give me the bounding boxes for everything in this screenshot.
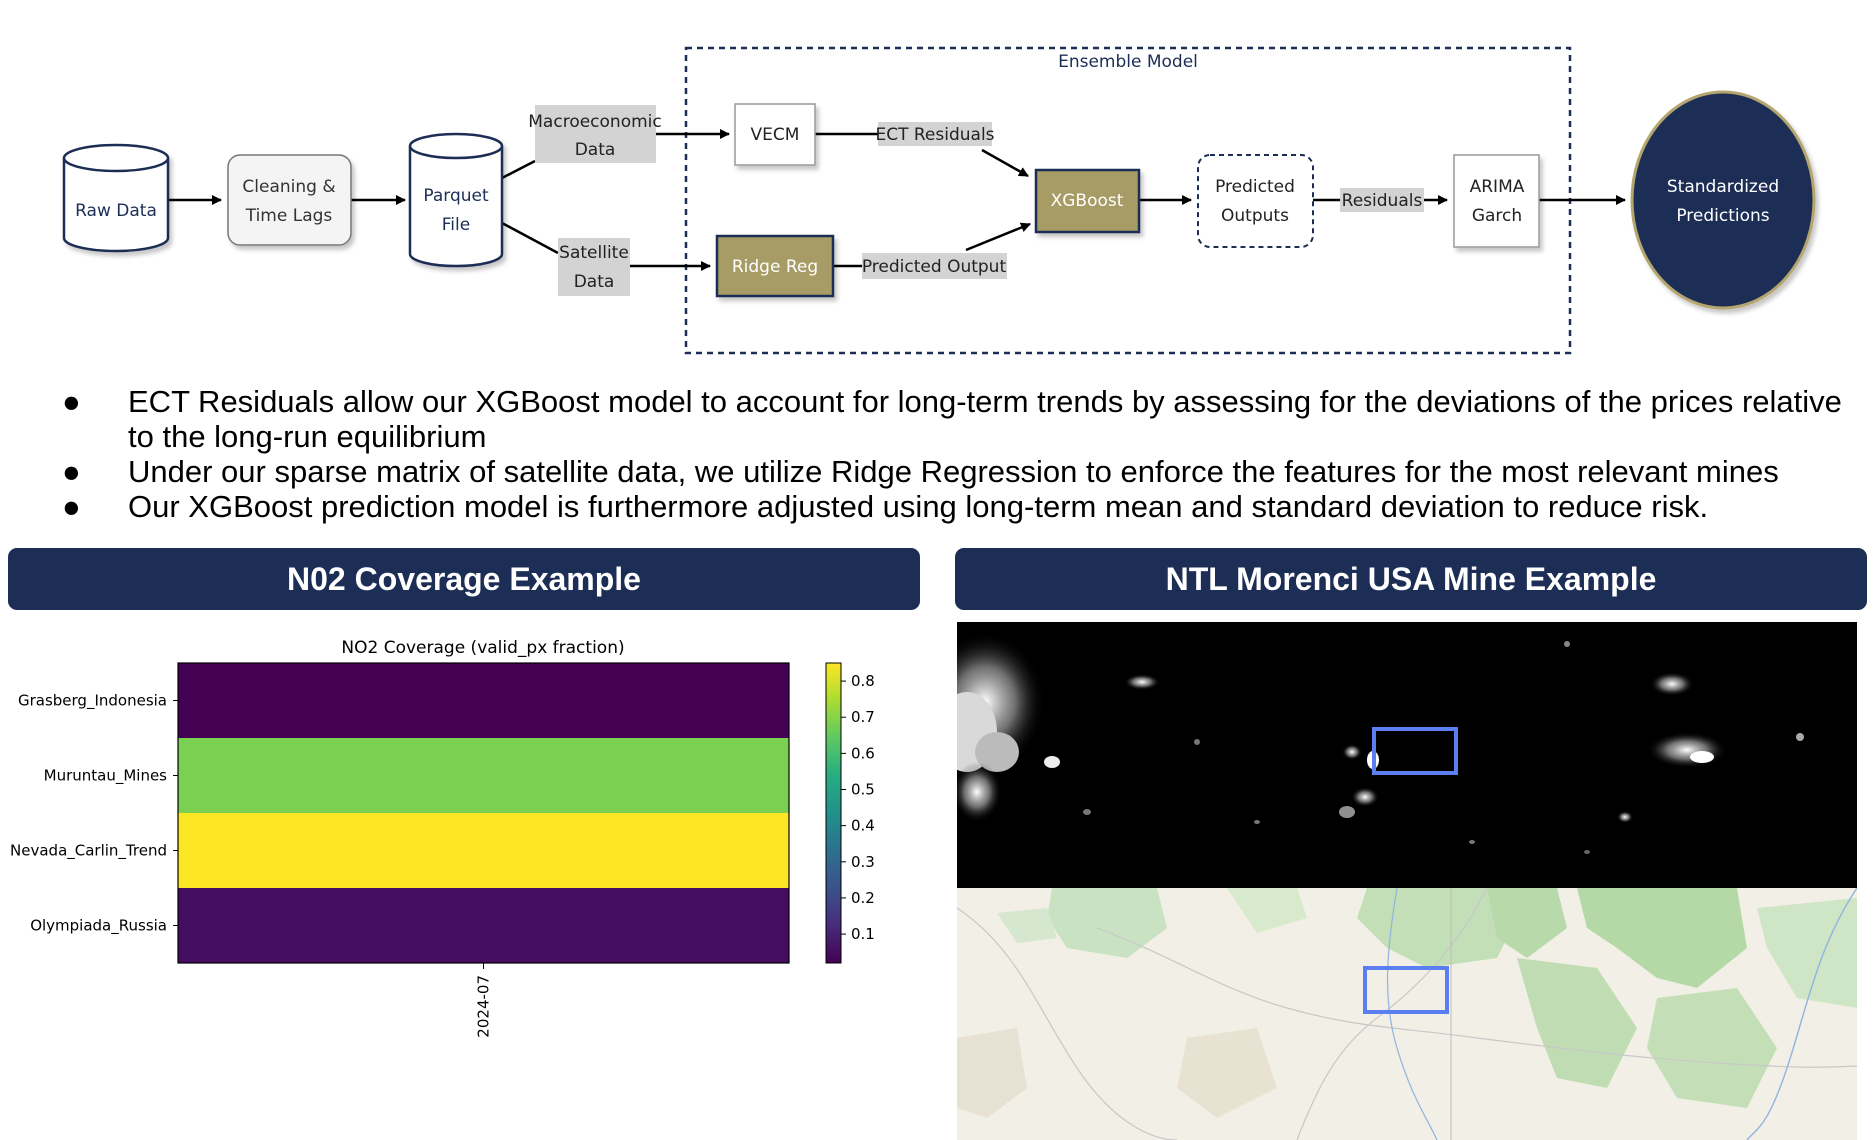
node-standardized-line1: Standardized: [1667, 177, 1779, 197]
heatmap-cells: [178, 663, 789, 963]
colorbar-tick-label: 0.5: [851, 781, 875, 799]
node-cleaning: [227, 154, 352, 246]
highlight-box-map: [1363, 966, 1449, 1014]
colorbar-tick-label: 0.4: [851, 817, 875, 835]
colorbar-tick-label: 0.2: [851, 889, 875, 907]
colorbar-tick-label: 0.1: [851, 925, 875, 943]
node-satellite-line2: Data: [574, 272, 615, 292]
node-macro: [535, 105, 656, 163]
edge-label-ect: [878, 122, 992, 146]
heatmap-cell: [178, 738, 789, 813]
node-arima-line2: Garch: [1472, 206, 1522, 226]
node-satellite: [558, 238, 630, 296]
colorbar-ticks: 0.1 0.2 0.3 0.4 0.5 0.6 0.7 0.8: [841, 672, 875, 943]
ensemble-flowchart: Ensemble Model Raw Data Cleaning & Time …: [62, 46, 1816, 355]
y-tick-label: Grasberg_Indonesia: [18, 692, 167, 711]
heatmap-frame: [177, 662, 790, 964]
node-xgboost: [1034, 168, 1141, 234]
node-raw-data: [62, 143, 170, 253]
heatmap-cell: [178, 813, 789, 888]
node-macro-line2: Data: [575, 140, 616, 160]
y-tick-label: Nevada_Carlin_Trend: [10, 842, 167, 861]
node-xgboost-label: XGBoost: [1051, 191, 1124, 211]
node-vecm-label: VECM: [751, 125, 800, 145]
node-predicted-line1: Predicted: [1215, 177, 1295, 197]
bullet-dot: ●: [62, 489, 81, 524]
colorbar: [825, 662, 842, 964]
terrain-map: [957, 888, 1857, 1140]
node-ridge-label: Ridge Reg: [732, 257, 818, 277]
bullet-dot: ●: [62, 454, 81, 489]
edge-label-pred-output-text: Predicted Output: [862, 257, 1007, 277]
bullet-dot: ●: [62, 384, 81, 419]
edge-parquet-to-satellite: [501, 221, 559, 255]
node-ridge: [715, 234, 835, 298]
edge-label-pred-output: [862, 253, 1007, 279]
node-parquet-line2: File: [442, 215, 470, 235]
node-predicted-outputs: [1197, 154, 1314, 248]
no2-heatmap-chart: NO2 Coverage (valid_px fraction) Grasber…: [10, 638, 875, 1038]
node-raw-data-label: Raw Data: [75, 201, 157, 221]
node-arima: [1453, 154, 1540, 248]
heatmap-cell: [178, 888, 789, 963]
colorbar-tick-label: 0.8: [851, 672, 875, 690]
bullet-item: ● ECT Residuals allow our XGBoost model t…: [60, 384, 1860, 454]
node-cleaning-line2: Time Lags: [245, 206, 333, 226]
colorbar-tick-label: 0.3: [851, 853, 875, 871]
x-tick-label: 2024-07: [475, 975, 493, 1038]
edge-pred-to-xgboost: [965, 222, 1031, 252]
y-tick-label: Muruntau_Mines: [44, 767, 168, 786]
node-predicted-line2: Outputs: [1221, 206, 1289, 226]
node-standardized: [1630, 90, 1816, 310]
node-macro-line1: Macroeconomic: [528, 112, 661, 132]
highlight-box-satellite: [1372, 727, 1458, 775]
bullet-text: Our XGBoost prediction model is furtherm…: [128, 489, 1709, 524]
colorbar-tick-label: 0.7: [851, 708, 875, 726]
node-arima-line1: ARIMA: [1470, 177, 1525, 197]
node-cleaning-line1: Cleaning &: [242, 177, 335, 197]
edge-parquet-to-macro: [501, 159, 536, 180]
bullet-list: ● ECT Residuals allow our XGBoost model t…: [60, 384, 1860, 524]
panel-title-ntl: NTL Morenci USA Mine Example: [955, 548, 1867, 610]
nightlight-satellite-image: [925, 622, 1857, 888]
heatmap-y-labels: Grasberg_IndonesiaMuruntau_MinesNevada_C…: [10, 692, 178, 936]
chart-title: NO2 Coverage (valid_px fraction): [341, 638, 624, 658]
edge-label-residuals: [1340, 188, 1424, 212]
bullet-item: ● Under our sparse matrix of satellite da…: [60, 454, 1860, 489]
panel-title-no2: N02 Coverage Example: [8, 548, 920, 610]
ensemble-label: Ensemble Model: [1058, 52, 1198, 72]
edge-label-residuals-text: Residuals: [1342, 191, 1423, 211]
edge-ect-to-xgboost: [981, 148, 1029, 178]
bullet-item: ● Our XGBoost prediction model is further…: [60, 489, 1860, 524]
heatmap-x-labels: 2024-07: [475, 963, 493, 1038]
colorbar-tick-label: 0.6: [851, 744, 875, 762]
edge-label-ect-text: ECT Residuals: [875, 125, 994, 145]
bullet-text: Under our sparse matrix of satellite dat…: [128, 454, 1779, 489]
node-standardized-line2: Predictions: [1676, 206, 1769, 226]
y-tick-label: Olympiada_Russia: [30, 917, 167, 936]
node-vecm: [734, 103, 816, 166]
node-parquet: [408, 132, 504, 268]
node-parquet-line1: Parquet: [423, 186, 489, 206]
bullet-text: ECT Residuals allow our XGBoost model to…: [128, 384, 1842, 454]
heatmap-cell: [178, 663, 789, 738]
node-satellite-line1: Satellite: [559, 243, 629, 263]
